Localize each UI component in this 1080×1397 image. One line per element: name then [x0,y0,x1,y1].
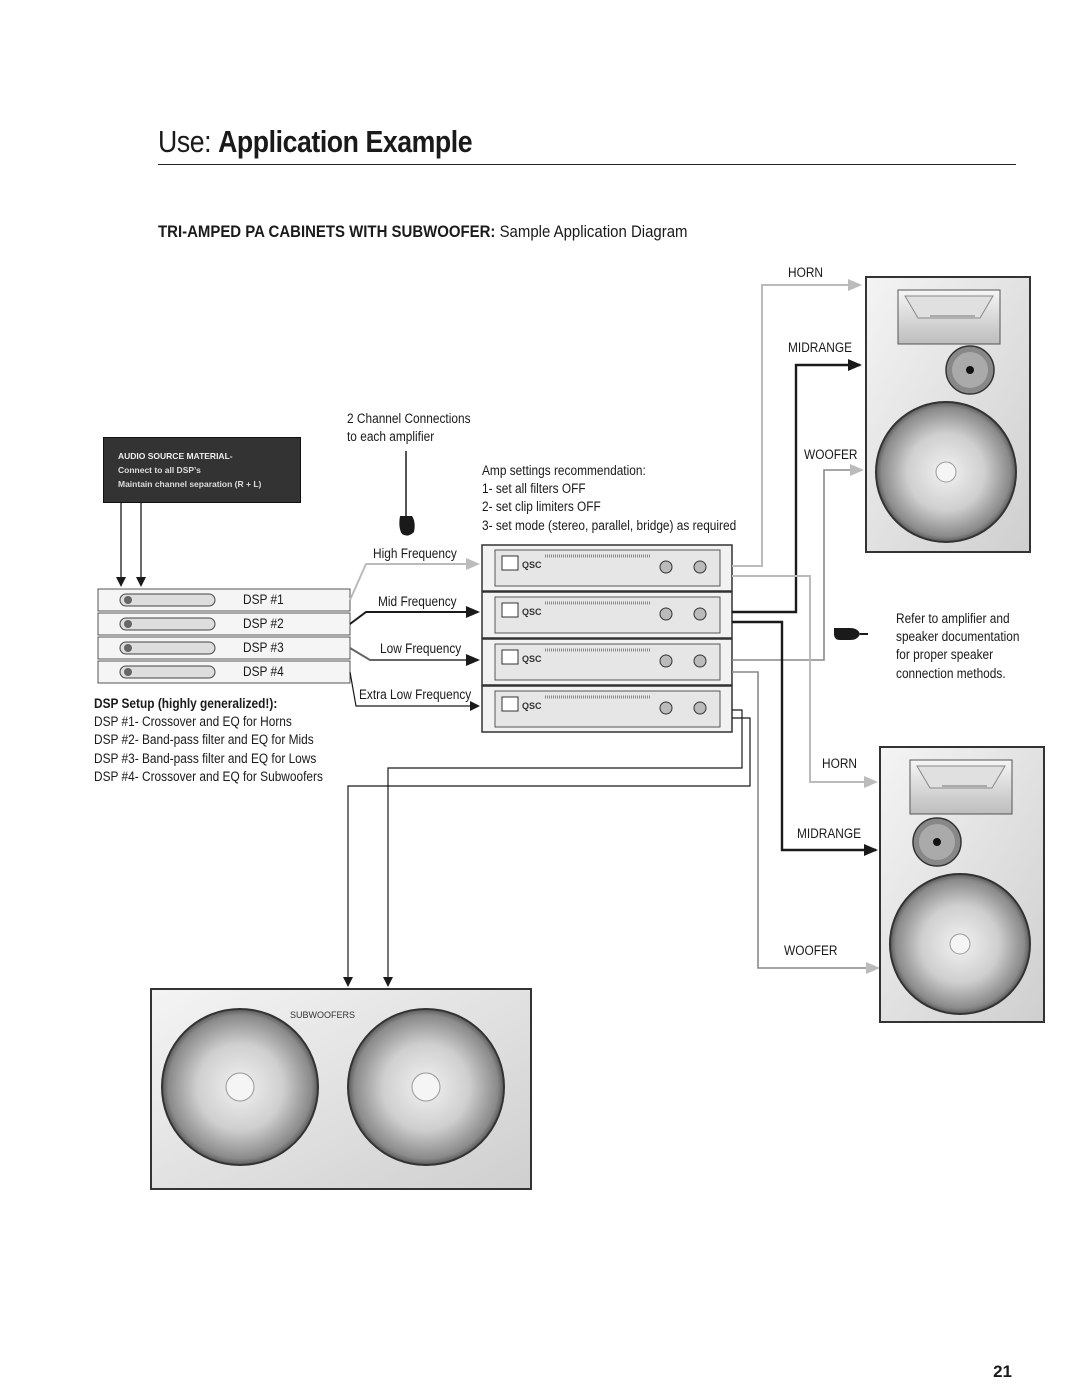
dsp-label-2: DSP #2 [243,616,284,631]
svg-text:QSC: QSC [522,654,542,664]
amp-to-top-cabinet-lines [732,279,864,661]
dsp-unit-1 [97,588,351,612]
dsp-label-3: DSP #3 [243,640,284,655]
dsp-unit-2 [97,612,351,636]
subwoofers-label: SUBWOOFERS [290,1010,355,1020]
dsp-unit-3 [97,636,351,660]
bottom-horn [909,759,1013,815]
bottom-midrange-label: MIDRANGE [797,826,862,841]
amp-setting-1: 1- set all filters OFF [482,481,586,497]
amplifier-2: QSC [481,591,733,639]
dsp-rack [97,588,351,684]
bottom-midrange [912,817,962,867]
bottom-horn-label: HORN [822,756,857,771]
channel-note: 2 Channel Connections to each amplifier [347,411,471,445]
bottom-woofer [889,873,1031,1015]
audio-source-title: AUDIO SOURCE MATERIAL- [118,451,233,461]
audio-source-line2: Connect to all DSP’s [118,465,201,475]
page-title: Use: Application Example [158,124,473,159]
pointing-hand-icon [399,451,415,536]
amplifier-1: QSC [481,544,733,592]
diagram-title: TRI-AMPED PA CABINETS WITH SUBWOOFER: Sa… [158,222,688,241]
amp-settings-title: Amp settings recommendation: [482,463,646,478]
svg-text:QSC: QSC [522,607,542,617]
top-horn [897,289,1001,345]
refer-note: Refer to amplifier and speaker documenta… [896,611,1020,681]
amplifier-3: QSC [481,638,733,686]
amp-to-bottom-cabinet-lines [732,575,880,974]
top-woofer-label: WOOFER [804,447,858,462]
dsp-setup-title: DSP Setup (highly generalized!): [94,696,278,711]
dsp-setup: DSP Setup (highly generalized!): DSP #1-… [94,695,323,786]
page-header: Use: Application Example [158,120,1016,165]
dsp-setup-item-4: DSP #4- Crossover and EQ for Subwoofers [94,768,323,784]
freq-label-low: Low Frequency [380,641,462,656]
freq-label-extra-low: Extra Low Frequency [359,687,472,702]
freq-label-mid: Mid Frequency [378,594,457,609]
dsp-setup-item-1: DSP #1- Crossover and EQ for Horns [94,714,292,730]
amp-setting-2: 2- set clip limiters OFF [482,499,601,515]
amplifier-4: QSC [481,685,733,733]
svg-text:QSC: QSC [522,560,542,570]
audio-source-line3: Maintain channel separation (R + L) [118,479,262,489]
top-midrange-label: MIDRANGE [788,340,853,355]
svg-text:QSC: QSC [522,701,542,711]
top-speaker-cabinet [865,276,1031,553]
dsp-label-1: DSP #1 [243,592,284,607]
bottom-speaker-cabinet [879,746,1045,1023]
top-midrange [945,345,995,395]
audio-source-box: AUDIO SOURCE MATERIAL- Connect to all DS… [103,437,301,503]
top-woofer [875,401,1017,543]
dsp-unit-4 [97,660,351,684]
subwoofer-right [347,1008,505,1166]
amplifier-stack: QSC QSC QSC QSC [481,544,733,733]
dsp-setup-item-2: DSP #2- Band-pass filter and EQ for Mids [94,732,314,748]
dsp-setup-item-3: DSP #3- Band-pass filter and EQ for Lows [94,750,317,766]
bottom-woofer-label: WOOFER [784,943,838,958]
pointing-hand-right-icon [834,628,868,640]
subwoofer-cabinet: SUBWOOFERS [150,988,532,1190]
dsp-to-amp-lines [349,558,480,711]
dsp-label-4: DSP #4 [243,664,284,679]
page-number: 21 [993,1362,1012,1381]
amp-to-subwoofer-lines [343,709,751,987]
source-to-dsp-arrows [116,502,146,587]
subwoofer-left [161,1008,319,1166]
top-horn-label: HORN [788,265,823,280]
amp-settings: Amp settings recommendation: 1- set all … [482,462,736,535]
freq-label-high: High Frequency [373,546,457,561]
amp-setting-3: 3- set mode (stereo, parallel, bridge) a… [482,517,737,533]
